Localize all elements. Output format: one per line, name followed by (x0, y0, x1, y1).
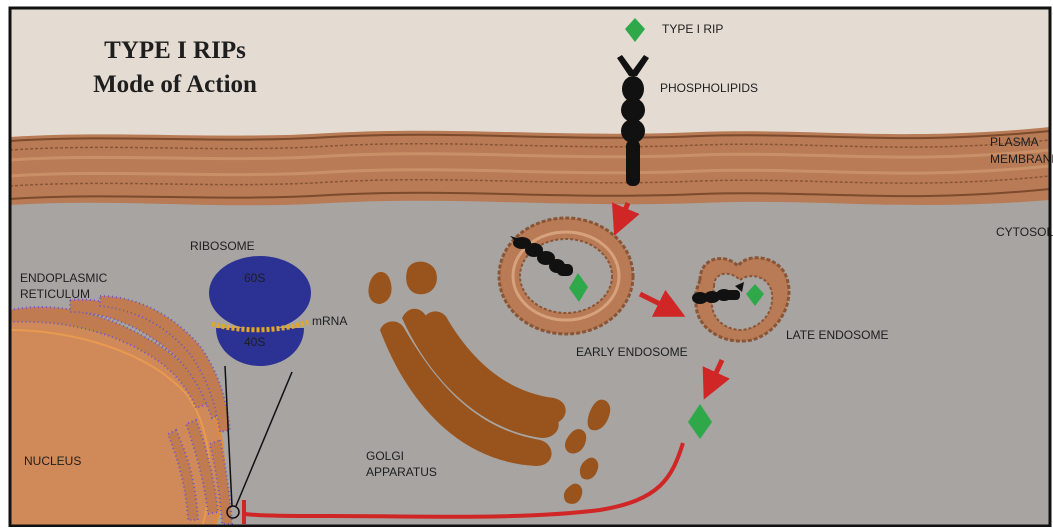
label-early-endosome: EARLY ENDOSOME (576, 345, 688, 359)
label-golgi: GOLGI (366, 449, 404, 463)
label-phospholipids: PHOSPHOLIPIDS (660, 81, 758, 95)
label-nucleus: NUCLEUS (24, 454, 81, 468)
label-membrane: MEMBRANE (990, 152, 1053, 166)
label-apparatus: APPARATUS (366, 465, 437, 479)
label-cytosol: CYTOSOL (996, 225, 1053, 239)
label-mrna: mRNA (312, 314, 347, 328)
label-endoplasmic: ENDOPLASMIC (20, 271, 108, 285)
title-line-1: TYPE I RIPs (104, 37, 246, 64)
early-endosome (499, 218, 633, 334)
plasma-membrane (10, 127, 1050, 205)
label-late-endosome: LATE ENDOSOME (786, 328, 888, 342)
label-plasma: PLASMA (990, 135, 1039, 149)
label-60s: 60S (244, 271, 265, 285)
label-type-i-rip: TYPE I RIP (662, 22, 723, 36)
label-reticulum: RETICULUM (20, 287, 90, 301)
title-line-2: Mode of Action (93, 71, 257, 98)
label-40s: 40S (244, 335, 265, 349)
label-ribosome: RIBOSOME (190, 239, 255, 253)
